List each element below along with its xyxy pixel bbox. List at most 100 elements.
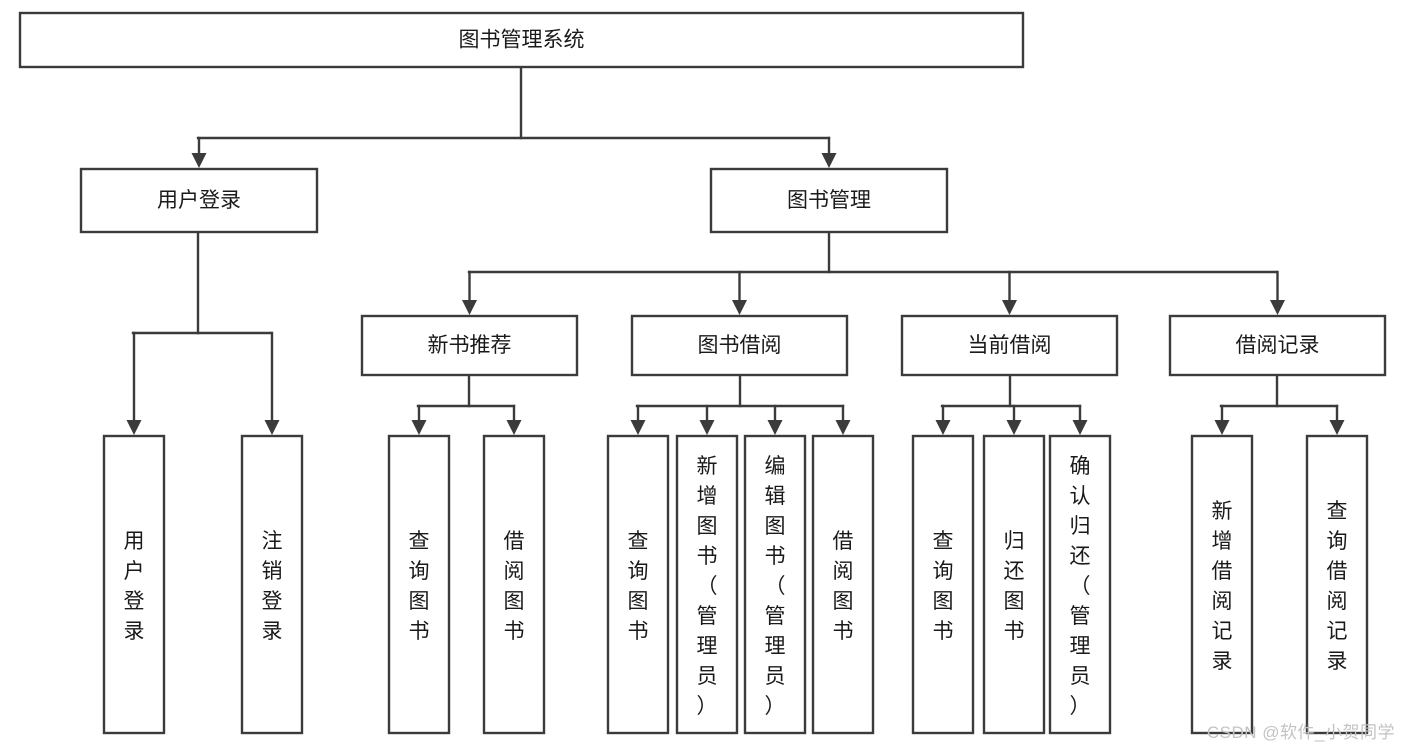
node-root-root[interactable]: 图书管理系统 [18, 11, 1025, 69]
node-leaf-query-book-1[interactable]: 查询图书 [387, 434, 451, 735]
edge-borrow-record-to-leaf-add-record [1214, 404, 1230, 435]
node-leaf-add-record[interactable]: 新增借阅记录 [1190, 434, 1254, 735]
arrow-head-icon [732, 300, 747, 315]
edge-book-manage-to-borrow-record [1270, 270, 1285, 315]
node-leaf-edit-book[interactable]: 编辑图书（管理员） [743, 434, 807, 735]
node-user-login[interactable]: 用户登录 [79, 167, 319, 234]
arrow-head-icon [1329, 420, 1345, 435]
connector-group-bus-book-manage [467, 230, 1279, 274]
edge-book-borrow-to-leaf-query-book-2 [630, 404, 646, 435]
node-label: 新书推荐 [428, 334, 512, 357]
node-label: 新增图书（管理员） [697, 455, 718, 718]
node-current-borrow[interactable]: 当前借阅 [900, 314, 1119, 377]
edge-root-to-book-manage [821, 136, 837, 168]
edge-current-borrow-to-leaf-query-book-3 [935, 404, 951, 435]
node-label: 图书借阅 [698, 334, 782, 357]
connectors-layer [126, 65, 1345, 435]
node-box[interactable] [360, 314, 579, 377]
edge-current-borrow-to-leaf-return-book [1006, 404, 1022, 435]
node-leaf-add-book[interactable]: 新增图书（管理员） [675, 434, 739, 735]
node-box[interactable] [482, 434, 546, 735]
edge-book-borrow-to-leaf-edit-book [767, 404, 783, 435]
node-box[interactable] [630, 314, 849, 377]
node-label: 新增借阅记录 [1212, 500, 1233, 673]
arrow-head-icon [821, 153, 837, 168]
csdn-watermark: CSDN @软件_小贺同学 [1206, 723, 1395, 742]
arrow-head-icon [126, 420, 142, 435]
node-label: 用户登录 [157, 189, 241, 212]
node-book-borrow[interactable]: 图书借阅 [630, 314, 849, 377]
node-label: 用户登录 [124, 530, 145, 643]
node-leaf-return-book[interactable]: 归还图书 [982, 434, 1046, 735]
node-box[interactable] [743, 434, 807, 735]
node-label: 编辑图书（管理员） [765, 455, 786, 718]
node-box[interactable] [1305, 434, 1369, 735]
node-label: 借阅图书 [833, 530, 854, 643]
node-new-book-recommend[interactable]: 新书推荐 [360, 314, 579, 377]
node-leaf-confirm-return[interactable]: 确认归还（管理员） [1048, 434, 1112, 735]
node-box[interactable] [1048, 434, 1112, 735]
arrow-head-icon [767, 420, 783, 435]
node-box[interactable] [1168, 314, 1387, 377]
edge-user-login-to-leaf-user-logout [264, 331, 280, 435]
node-borrow-record[interactable]: 借阅记录 [1168, 314, 1387, 377]
node-leaf-query-record[interactable]: 查询借阅记录 [1305, 434, 1369, 735]
arrow-head-icon [1002, 300, 1017, 315]
connector-group-bus-new-book [416, 373, 516, 408]
node-box[interactable] [102, 434, 166, 735]
connector-group-bus-book-borrow [635, 373, 845, 408]
node-box[interactable] [240, 434, 304, 735]
arrow-head-icon [506, 420, 522, 435]
node-label: 图书管理 [787, 189, 871, 212]
node-label: 注销登录 [262, 530, 283, 643]
node-leaf-query-book-3[interactable]: 查询图书 [911, 434, 975, 735]
node-box[interactable] [387, 434, 451, 735]
arrow-head-icon [264, 420, 280, 435]
node-label: 查询图书 [628, 530, 649, 643]
arrow-head-icon [1270, 300, 1285, 315]
node-label: 归还图书 [1004, 530, 1025, 643]
arrow-head-icon [1072, 420, 1088, 435]
node-leaf-borrow-book-1[interactable]: 借阅图书 [482, 434, 546, 735]
connector-group-bus-root [196, 65, 831, 140]
node-box[interactable] [606, 434, 670, 735]
connector-group-bus-current-borrow [940, 373, 1082, 408]
edge-user-login-to-leaf-user-login [126, 331, 142, 435]
connector-group-bus-user-login [131, 230, 273, 335]
node-box[interactable] [1190, 434, 1254, 735]
node-box[interactable] [911, 434, 975, 735]
edge-new-book-recommend-to-leaf-query-book-1 [411, 404, 427, 435]
arrow-head-icon [1006, 420, 1022, 435]
node-box[interactable] [709, 167, 949, 234]
node-leaf-borrow-book-2[interactable]: 借阅图书 [811, 434, 875, 735]
arrow-head-icon [835, 420, 851, 435]
node-box[interactable] [18, 11, 1025, 69]
connector-group-bus-borrow-record [1219, 373, 1339, 408]
node-leaf-user-login[interactable]: 用户登录 [102, 434, 166, 735]
arrow-head-icon [411, 420, 427, 435]
arrow-head-icon [1214, 420, 1230, 435]
edge-borrow-record-to-leaf-query-record [1329, 404, 1345, 435]
node-label: 当前借阅 [968, 334, 1052, 357]
edge-book-manage-to-new-book-recommend [462, 270, 477, 315]
edge-book-borrow-to-leaf-borrow-book-2 [835, 404, 851, 435]
node-label: 查询借阅记录 [1327, 500, 1348, 673]
node-leaf-user-logout[interactable]: 注销登录 [240, 434, 304, 735]
arrow-head-icon [191, 153, 207, 168]
node-label: 借阅记录 [1236, 334, 1320, 357]
node-box[interactable] [811, 434, 875, 735]
nodes-layer: 图书管理系统用户登录图书管理新书推荐图书借阅当前借阅借阅记录用户登录注销登录查询… [18, 11, 1387, 735]
node-box[interactable] [79, 167, 319, 234]
node-label: 图书管理系统 [459, 29, 585, 52]
edge-book-borrow-to-leaf-add-book [699, 404, 715, 435]
node-box[interactable] [982, 434, 1046, 735]
node-box[interactable] [900, 314, 1119, 377]
arrow-head-icon [699, 420, 715, 435]
node-book-manage[interactable]: 图书管理 [709, 167, 949, 234]
node-leaf-query-book-2[interactable]: 查询图书 [606, 434, 670, 735]
arrow-head-icon [935, 420, 951, 435]
edge-book-manage-to-book-borrow [732, 270, 747, 315]
node-box[interactable] [675, 434, 739, 735]
